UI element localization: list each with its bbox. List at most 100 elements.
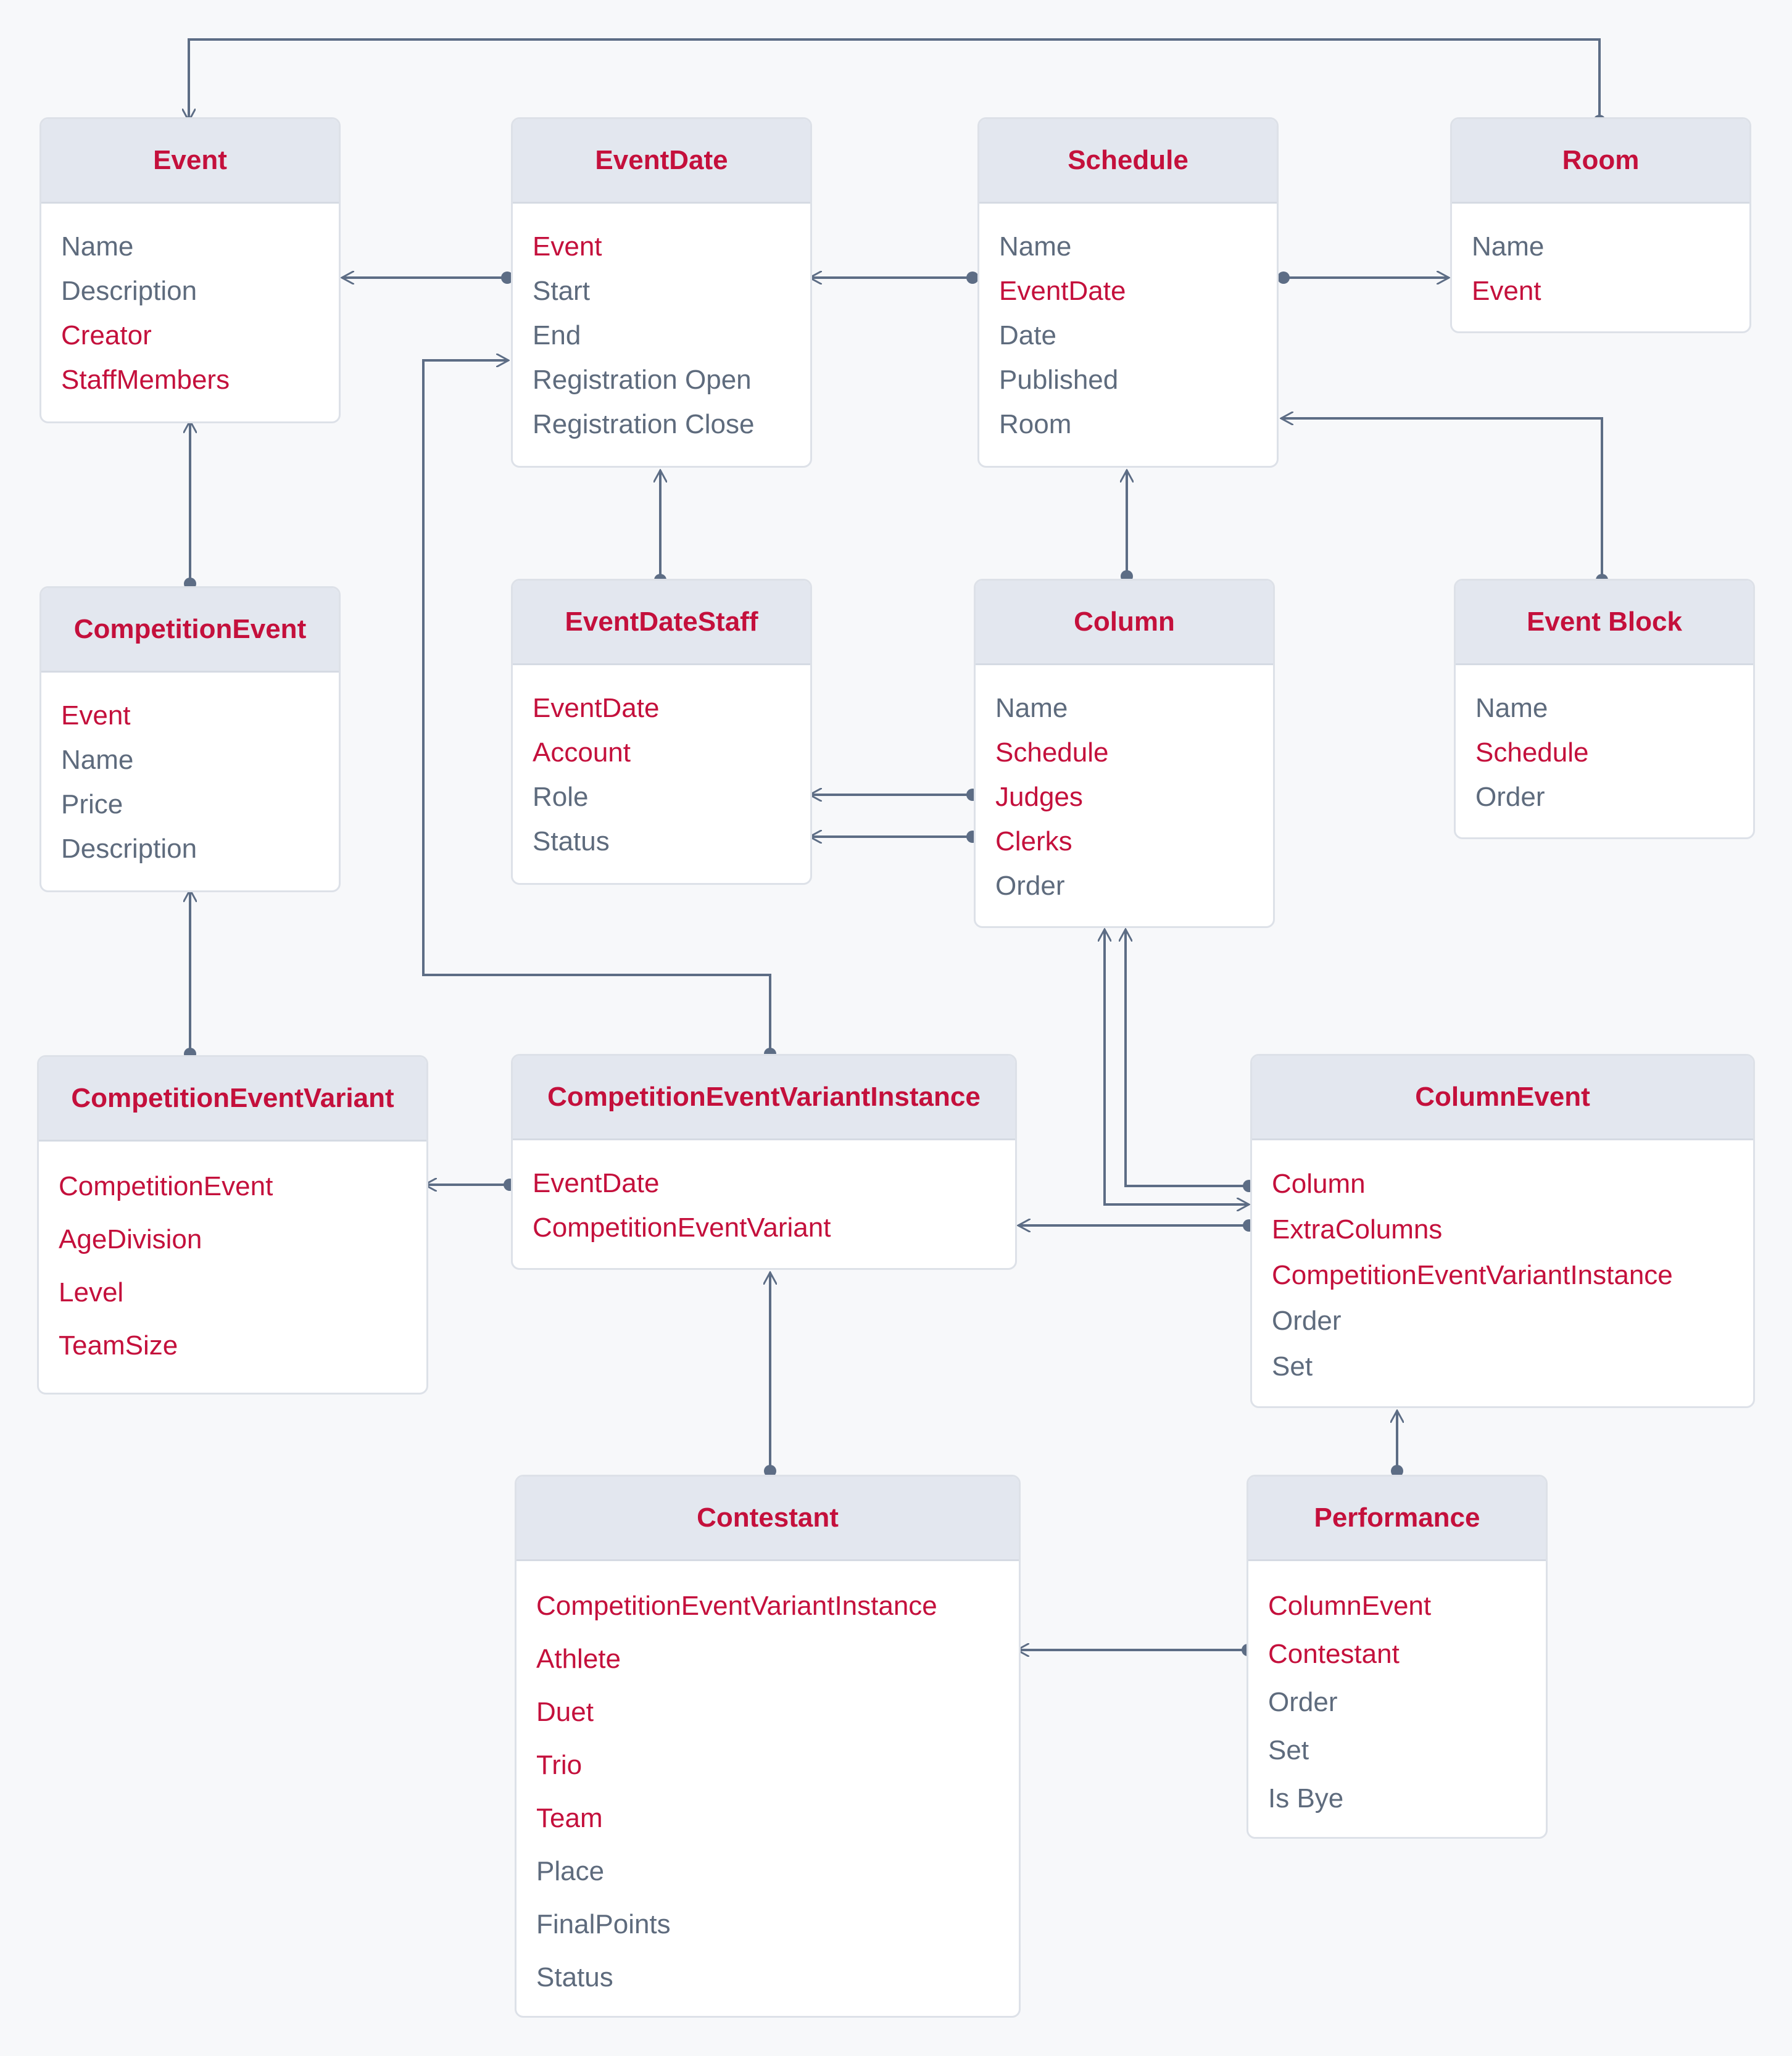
entity-field: Order [1268,1687,1338,1717]
entity-field: Order [1272,1306,1342,1336]
entity-field: CompetitionEventVariantInstance [1272,1260,1673,1290]
entity-field: Description [61,276,197,306]
entity-field: StaffMembers [61,365,230,395]
entity-field: Description [61,834,197,864]
entity-field: Schedule [1475,737,1589,768]
entity-title: Contestant [516,1477,1019,1561]
entity-field: Name [61,231,134,262]
edge-dot [1277,272,1290,284]
entity-competition-event-variant-instance[interactable]: CompetitionEventVariantInstance EventDat… [511,1054,1017,1270]
entity-field: EventDate [533,1168,660,1198]
entity-title: CompetitionEventVariantInstance [513,1056,1015,1140]
entity-title: EventDateStaff [513,581,810,665]
entity-competition-event-variant[interactable]: CompetitionEventVariant CompetitionEvent… [37,1055,428,1395]
entity-field: Status [533,826,610,856]
entity-field: Room [999,409,1072,439]
entity-title: Performance [1248,1477,1546,1561]
entity-title: CompetitionEventVariant [39,1057,426,1142]
entity-field: Registration Close [533,409,755,439]
entity-field: Team [536,1803,603,1833]
entity-field: Name [61,745,134,775]
entity-field: Set [1272,1351,1313,1382]
entity-title: ColumnEvent [1252,1056,1753,1140]
entity-field: Schedule [995,737,1109,768]
entity-field: Set [1268,1735,1309,1765]
entity-contestant[interactable]: Contestant CompetitionEventVariantInstan… [515,1475,1021,2018]
entity-field: Order [1475,782,1545,812]
entity-field: Judges [995,782,1083,812]
entity-field: FinalPoints [536,1909,671,1939]
entity-field: Registration Open [533,365,752,395]
entity-field: Event [1472,276,1541,306]
edge-dot [966,272,979,284]
entity-field: AgeDivision [59,1224,202,1254]
edge-columnevent-extracolumns [1105,929,1249,1206]
entity-title: Room [1452,119,1749,204]
entity-title: CompetitionEvent [41,588,339,673]
entity-field: Start [533,276,590,306]
entity-field: End [533,320,581,350]
entity-field: Contestant [1268,1639,1400,1669]
entity-field: Creator [61,320,152,350]
entity-title: Event [41,119,339,204]
entity-field: EventDate [533,693,660,723]
entity-field: Name [999,231,1072,262]
entity-field: Event [61,700,131,731]
entity-title: Event Block [1456,581,1753,665]
entity-field: Name [995,693,1068,723]
entity-field: Duet [536,1697,594,1727]
entity-field: Place [536,1856,605,1886]
entity-field: Name [1472,231,1545,262]
entity-field: Is Bye [1268,1783,1344,1814]
edge-eventblock-schedule [1281,418,1603,580]
entity-field: CompetitionEventVariantInstance [536,1591,937,1621]
entity-field: CompetitionEventVariant [533,1212,831,1243]
entity-field: TeamSize [59,1330,178,1361]
entity-field: Athlete [536,1644,621,1674]
entity-field: ColumnEvent [1268,1591,1432,1621]
entity-field: Role [533,782,589,812]
entity-field: Name [1475,693,1548,723]
entity-field: CompetitionEvent [59,1171,273,1201]
entity-title: Schedule [979,119,1277,204]
entity-field: Column [1272,1169,1366,1199]
entity-field: Account [533,737,631,768]
entity-title: EventDate [513,119,810,204]
entity-field: Date [999,320,1056,350]
edge-room-event [189,38,1601,121]
entity-field: Price [61,789,123,819]
entity-field: EventDate [999,276,1126,306]
entity-field: Clerks [995,826,1072,856]
entity-field: Level [59,1277,124,1308]
entity-field: ExtraColumns [1272,1214,1443,1245]
entity-field: Trio [536,1750,583,1780]
entity-field: Status [536,1962,613,1992]
entity-field: Order [995,871,1065,901]
edge-columnevent-column [1126,929,1249,1187]
entity-field: Published [999,365,1119,395]
entity-title: Column [976,581,1273,665]
